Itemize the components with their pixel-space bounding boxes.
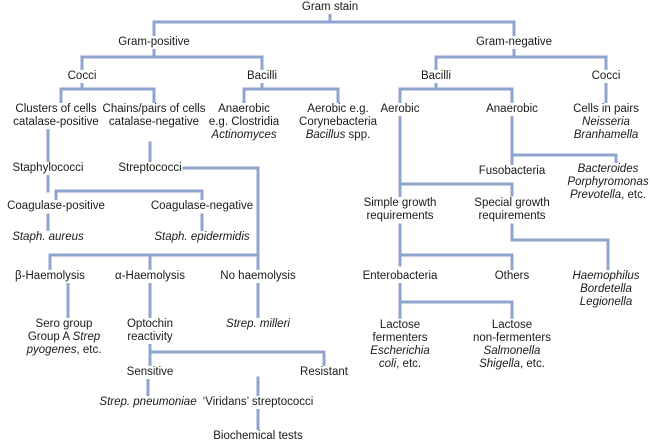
node-sero-group: Sero group Group A Strep pyogenes, etc. <box>25 318 103 357</box>
connector-strep-trunk <box>174 166 260 278</box>
connector-entero-others-split <box>398 253 514 272</box>
node-others: Others <box>493 270 531 283</box>
node-coagulase-positive: Coagulase-positive <box>6 200 106 213</box>
node-alpha-haemolysis: α-Haemolysis <box>114 270 186 283</box>
node-viridans-streptococci: ‘Viridans’ streptococci <box>201 396 315 409</box>
node-biochemical-tests: Biochemical tests <box>212 430 304 443</box>
node-fusobacteria: Fusobacteria <box>477 165 547 178</box>
connector-fuso-bacteroides <box>510 153 618 167</box>
node-gn-cocci: Cocci <box>590 70 622 83</box>
node-coagulase-negative: Coagulase-negative <box>149 200 255 213</box>
connector-gn-split <box>434 55 608 75</box>
connector-gp-bacilli-split <box>242 87 340 105</box>
connector-entero-lactose-split <box>398 280 514 321</box>
node-no-haemolysis: No haemolysis <box>219 270 297 283</box>
connector-growth-split <box>398 182 514 197</box>
connector-gn-bacilli-split <box>398 87 514 105</box>
node-gp-cocci: Cocci <box>66 70 98 83</box>
node-sensitive: Sensitive <box>125 366 175 379</box>
connector-special-haemophilus <box>510 223 610 272</box>
node-strep-pneumoniae: Strep. pneumoniae <box>98 396 198 409</box>
node-gram-stain: Gram stain <box>300 1 360 14</box>
node-gn-aerobic: Aerobic <box>379 103 421 116</box>
node-staphylococci: Staphylococci <box>11 162 85 175</box>
node-staph-epidermidis: Staph. epidermidis <box>153 231 251 244</box>
node-strep-milleri: Strep. milleri <box>225 318 291 331</box>
connector-gram-split <box>152 20 516 38</box>
node-gram-positive: Gram-positive <box>117 36 191 49</box>
node-staph-aureus: Staph. aureus <box>11 231 85 244</box>
node-beta-haemolysis: β-Haemolysis <box>14 270 86 283</box>
node-gn-anaerobic: Anaerobic <box>485 103 539 116</box>
connector-gp-split <box>80 55 264 75</box>
connector-optochin-split <box>148 341 326 354</box>
node-enterobacteria: Enterobacteria <box>361 270 439 283</box>
connector-haemolysis-split <box>48 253 260 272</box>
connector-gp-cocci-split <box>59 87 156 105</box>
node-resistant: Resistant <box>299 366 349 379</box>
node-gram-negative: Gram-negative <box>474 36 554 49</box>
node-gn-bacilli: Bacilli <box>419 70 453 83</box>
connector-staph-coag-split <box>54 189 204 202</box>
node-streptococci: Streptococci <box>117 162 183 175</box>
node-gp-bacilli: Bacilli <box>245 70 279 83</box>
